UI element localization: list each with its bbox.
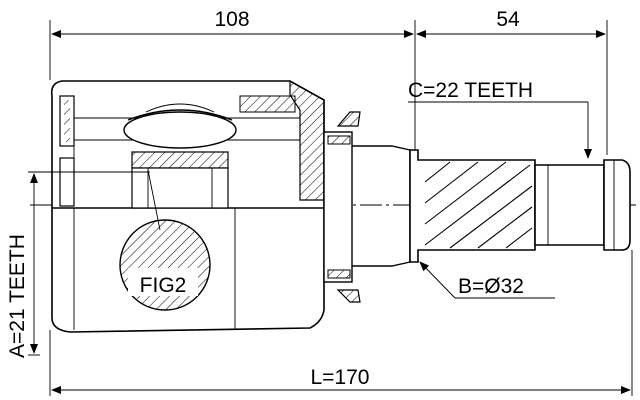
boot-collar: [323, 111, 411, 303]
fig2-label: FIG2: [140, 274, 187, 297]
shaft-diameter-label: B=Ø32: [458, 275, 524, 298]
fig2-detail: FIG2: [119, 169, 211, 311]
outer-teeth-label: C=22 TEETH: [408, 79, 533, 102]
callout-outer-teeth: C=22 TEETH: [408, 79, 592, 159]
housing-length-label: 108: [214, 8, 249, 31]
dimension-54: 54: [416, 8, 608, 155]
dimension-total-length: L=170: [49, 250, 633, 396]
callout-shaft-diameter: B=Ø32: [419, 261, 555, 299]
tripod-roller: [123, 103, 237, 209]
shaft-length-label: 54: [496, 8, 520, 31]
dimension-108: 108: [49, 8, 416, 150]
splined-shaft: [409, 149, 631, 263]
inner-teeth-label: A=21 TEETH: [6, 234, 29, 358]
dimension-inner-teeth: A=21 TEETH: [6, 171, 120, 358]
total-length-label: L=170: [311, 366, 370, 389]
